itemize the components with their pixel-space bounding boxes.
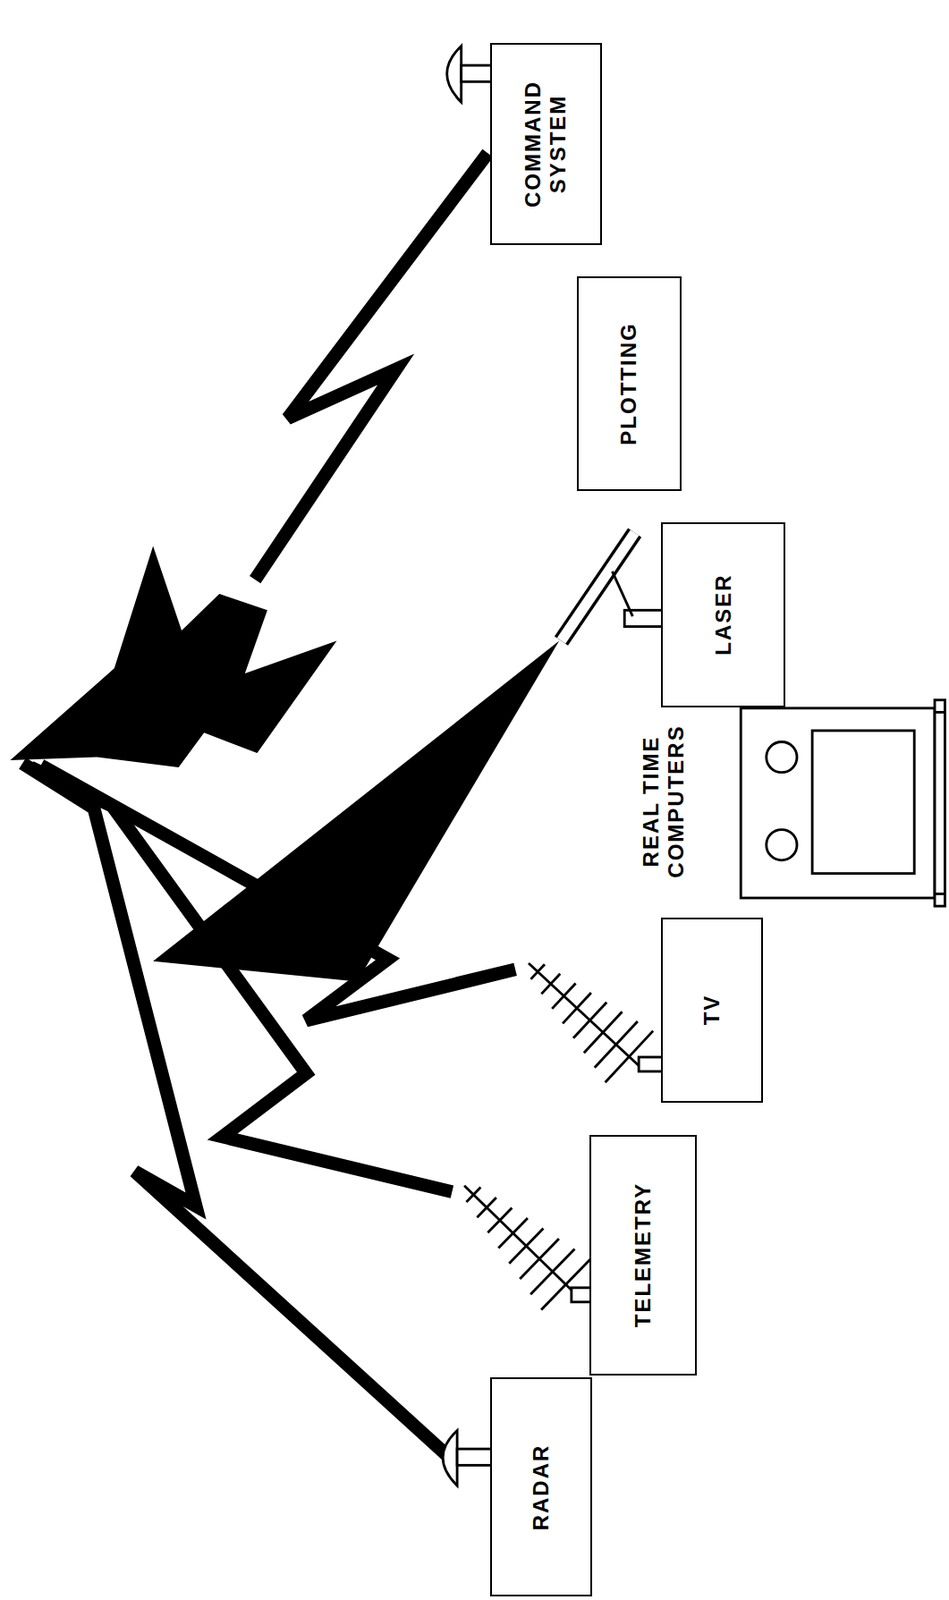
box-label: TV bbox=[700, 928, 726, 1093]
radar-dish bbox=[442, 1431, 492, 1487]
antenna-element bbox=[487, 1208, 512, 1234]
antenna-element bbox=[476, 1197, 496, 1218]
equipment-box: TV bbox=[660, 917, 763, 1103]
telemetry-antenna bbox=[464, 1186, 593, 1311]
antenna-element bbox=[530, 1248, 575, 1295]
antenna-element bbox=[541, 974, 560, 995]
box-label: LASER bbox=[711, 533, 737, 697]
computer-icon bbox=[740, 700, 945, 907]
missile bbox=[9, 545, 337, 768]
equipment-box: LASER bbox=[660, 522, 786, 708]
equipment-box: COMMAND SYSTEM bbox=[490, 42, 602, 246]
antenna-element bbox=[530, 964, 545, 980]
equipment-box: TELEMETRY bbox=[589, 1135, 697, 1376]
antenna-element bbox=[594, 1021, 638, 1068]
laser-emitter bbox=[560, 533, 663, 642]
command-bolt bbox=[254, 152, 488, 580]
antenna-element bbox=[605, 1031, 654, 1084]
equipment-box: PLOTTING bbox=[576, 276, 683, 492]
antenna-element bbox=[498, 1218, 528, 1249]
computer-label: REAL TIME COMPUTERS bbox=[638, 719, 688, 883]
antenna-element bbox=[584, 1011, 623, 1053]
box-label: TELEMETRY bbox=[631, 1145, 657, 1365]
antenna-element bbox=[551, 982, 576, 1009]
equipment-box: RADAR bbox=[490, 1377, 593, 1597]
box-label: PLOTTING bbox=[617, 287, 643, 482]
antenna-element bbox=[466, 1187, 481, 1203]
antenna-element bbox=[541, 1259, 591, 1310]
laser-beam bbox=[152, 641, 560, 983]
box-label: COMMAND SYSTEM bbox=[521, 72, 571, 216]
tv-antenna bbox=[528, 963, 664, 1083]
box-label: RADAR bbox=[528, 1389, 554, 1585]
antenna-element bbox=[562, 992, 592, 1024]
command-dish bbox=[447, 45, 492, 102]
